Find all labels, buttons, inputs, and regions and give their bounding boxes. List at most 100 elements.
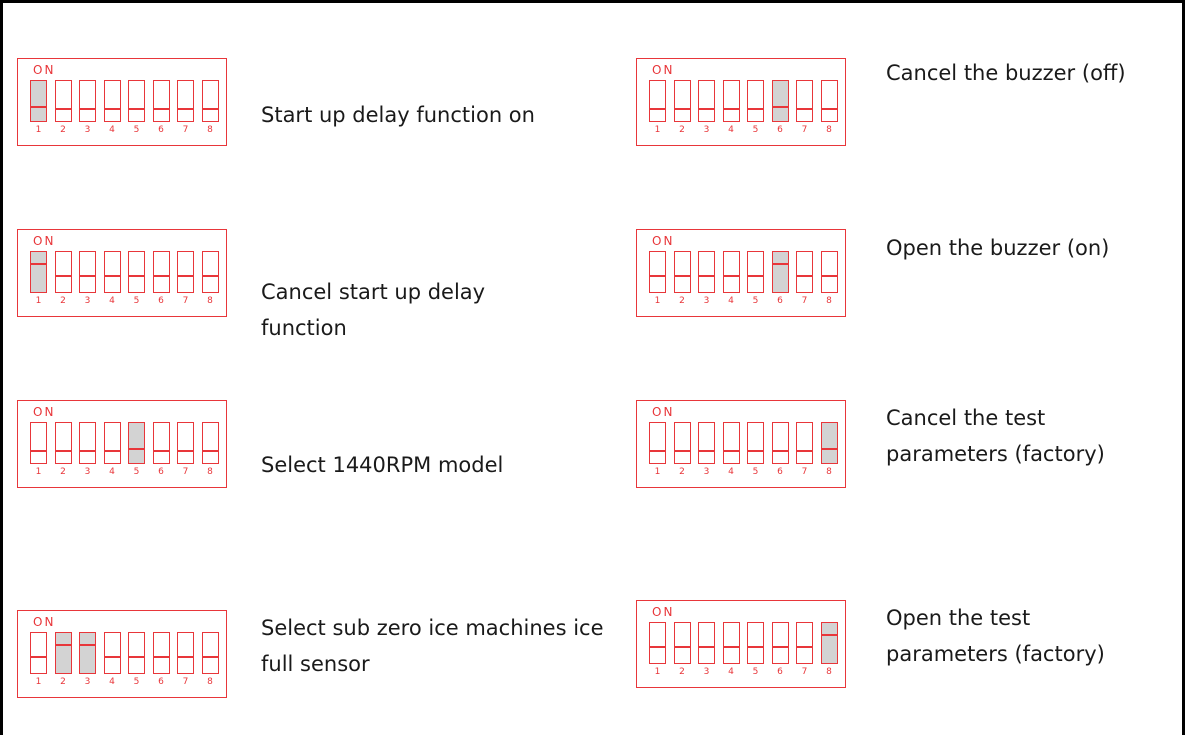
dip-switch-8	[201, 422, 219, 464]
switch-number-label: 1	[35, 677, 42, 687]
dip-switch-8-active	[820, 422, 838, 464]
switch-number-label: 3	[703, 296, 710, 306]
switch-lever-line	[674, 275, 690, 277]
switch-number-label: 2	[679, 667, 685, 677]
switch-lever-line	[178, 656, 193, 658]
switch-lever-line	[55, 450, 71, 452]
on-label: ON	[652, 63, 675, 77]
switch-lever-line	[153, 275, 169, 277]
switch-number-label: 5	[133, 467, 140, 477]
switch-lever-line	[153, 656, 169, 658]
setting-description: Open the test parameters (factory)	[886, 606, 1105, 666]
switch-lever-line	[674, 646, 690, 648]
on-label: ON	[33, 234, 56, 248]
switch-lever-line	[650, 275, 665, 277]
switch-number-label: 7	[801, 667, 808, 677]
dip-switch-5-active	[128, 422, 145, 464]
dip-switch-5	[747, 80, 764, 122]
switch-number-label: 8	[207, 125, 213, 135]
on-label: ON	[652, 405, 675, 419]
switch-lever-line	[723, 450, 739, 452]
switch-lever-line	[699, 275, 714, 277]
dip-switch-4	[103, 251, 121, 293]
switch-lever-line	[178, 450, 193, 452]
dip-switch-7	[177, 632, 194, 674]
dip-switch-7	[796, 622, 813, 664]
setting-description: Cancel the test parameters (factory)	[886, 406, 1105, 466]
switch-lever-line	[178, 275, 193, 277]
dip-switch-1-active	[30, 80, 47, 122]
dip-switch-3	[698, 422, 715, 464]
dip-switch-8-active	[820, 622, 838, 664]
dip-switch-2	[54, 80, 72, 122]
dip-switch-3	[698, 251, 715, 293]
dip-switch-4	[103, 632, 121, 674]
dip-switch-1	[30, 422, 47, 464]
dip-switch-8	[820, 251, 838, 293]
switch-number-label: 2	[60, 677, 66, 687]
setting-description: Open the buzzer (on)	[886, 236, 1110, 260]
switch-lever-line	[55, 275, 71, 277]
switch-number-label: 5	[752, 667, 759, 677]
switch-lever-line	[748, 450, 763, 452]
switch-lever-line	[129, 656, 144, 658]
switch-lever-line	[202, 450, 218, 452]
switch-number-label: 7	[801, 125, 808, 135]
dip-switch-2	[54, 251, 72, 293]
switch-lever-line	[104, 275, 120, 277]
switch-number-label: 4	[728, 296, 734, 306]
dip-switch-1-active	[30, 251, 47, 293]
switch-number-label: 1	[654, 467, 661, 477]
frame-right-border	[1182, 0, 1185, 735]
switch-number-label: 5	[752, 467, 759, 477]
switch-number-label: 3	[84, 125, 91, 135]
dip-switch-6-active	[771, 80, 789, 122]
setting-description: Select 1440RPM model	[261, 453, 504, 477]
dip-switch-6-active	[771, 251, 789, 293]
switch-number-label: 6	[777, 125, 783, 135]
dip-switch-1	[30, 632, 47, 674]
dip-switch-3-active	[79, 632, 96, 674]
setting-description: Start up delay function on	[261, 103, 535, 127]
switch-lever-line	[723, 646, 739, 648]
switch-number-label: 1	[35, 125, 42, 135]
switch-number-label: 2	[60, 467, 66, 477]
switch-lever-line	[723, 108, 739, 110]
switch-number-label: 7	[801, 296, 808, 306]
dip-switch-8	[820, 80, 838, 122]
switch-number-label: 8	[207, 296, 213, 306]
switch-number-label: 7	[182, 677, 189, 687]
switch-number-label: 2	[60, 296, 66, 306]
switch-lever-line	[821, 634, 837, 636]
dip-switch-4	[103, 80, 121, 122]
switch-lever-line	[129, 108, 144, 110]
dip-switch-2	[673, 622, 691, 664]
dip-switch-2	[54, 422, 72, 464]
switch-lever-line	[202, 108, 218, 110]
dip-switch-7	[177, 80, 194, 122]
switch-number-label: 6	[158, 677, 164, 687]
switch-lever-line	[80, 108, 95, 110]
dip-switch-6	[152, 422, 170, 464]
switch-lever-line	[104, 656, 120, 658]
dip-switch-6	[152, 80, 170, 122]
on-label: ON	[652, 605, 675, 619]
dip-switch-3	[698, 80, 715, 122]
dip-switch-1	[649, 622, 666, 664]
switch-number-label: 7	[182, 296, 189, 306]
switch-number-label: 2	[679, 296, 685, 306]
switch-lever-line	[772, 263, 788, 265]
switch-lever-line	[104, 108, 120, 110]
dip-switch-5	[128, 80, 145, 122]
dip-switch-6	[771, 422, 789, 464]
dip-switch-4	[722, 80, 740, 122]
switch-lever-line	[104, 450, 120, 452]
dip-switch-1	[649, 251, 666, 293]
dip-switch-3	[698, 622, 715, 664]
